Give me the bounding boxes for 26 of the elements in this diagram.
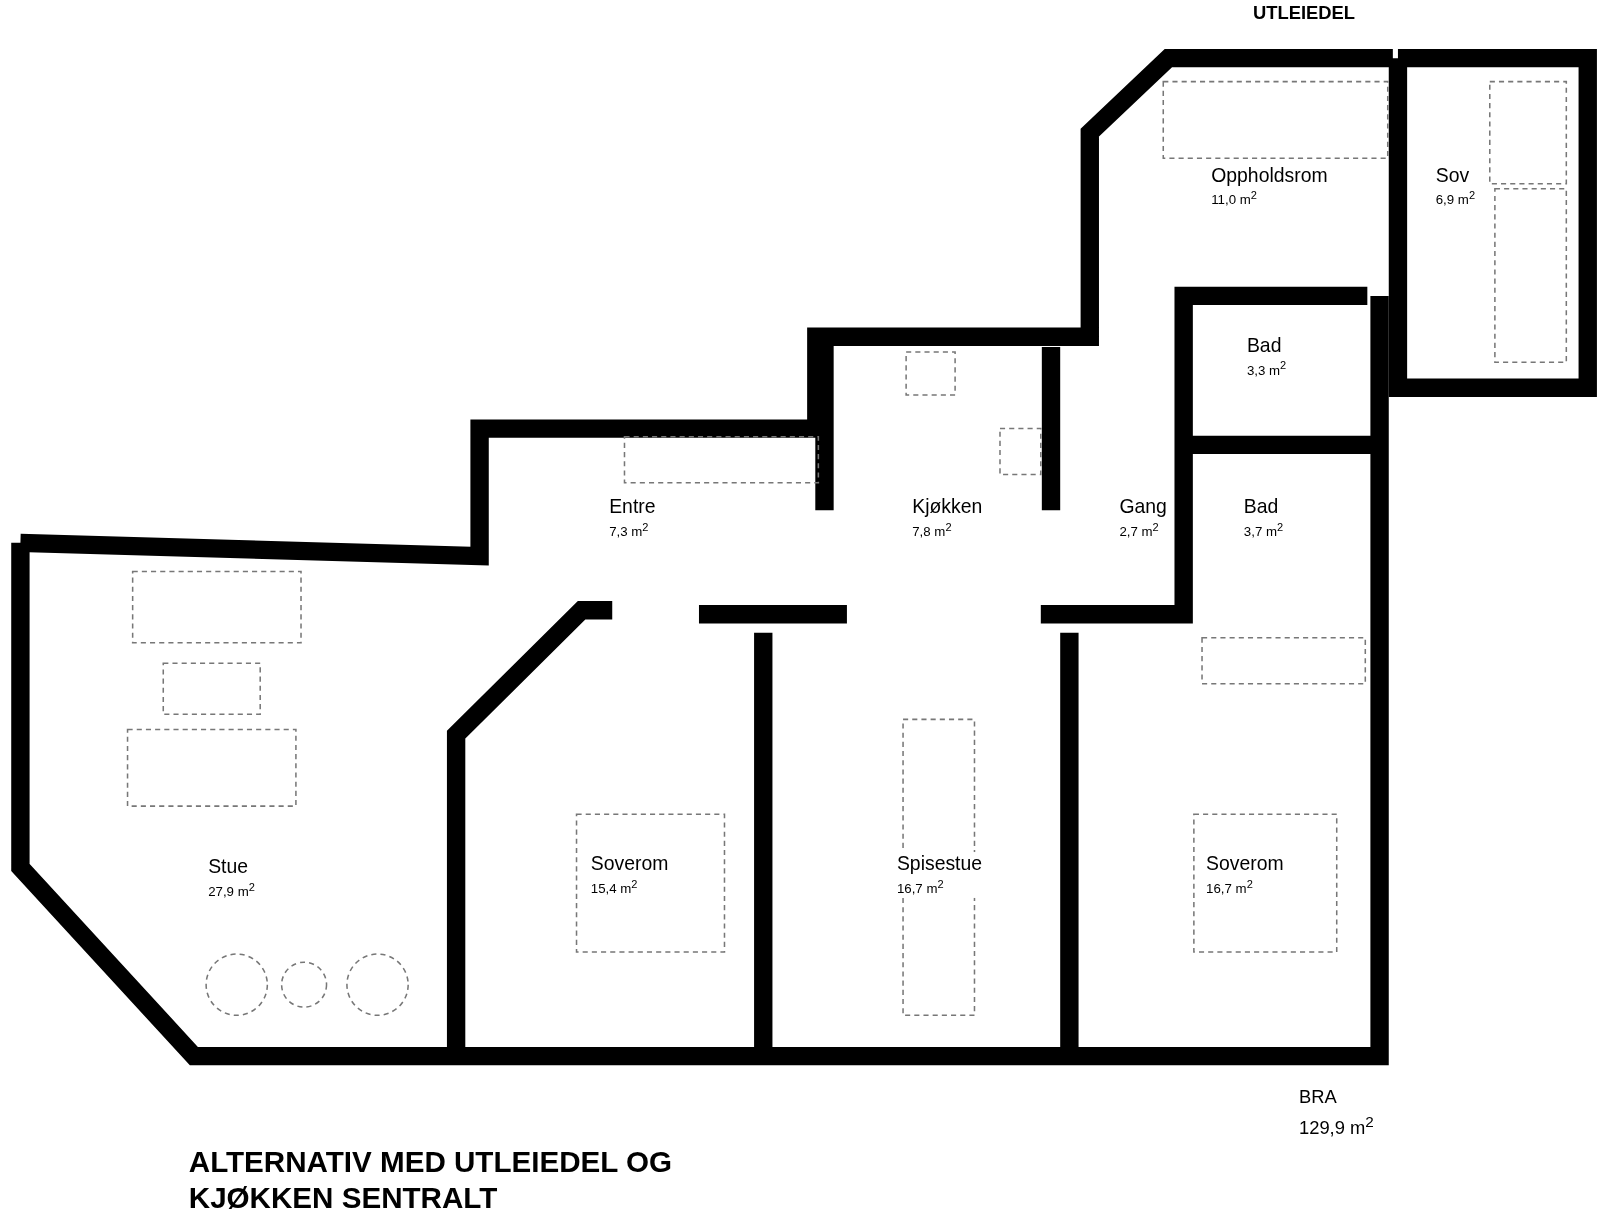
room-name: Entre (609, 495, 656, 519)
area-heading: BRA (1298, 1085, 1337, 1109)
area-label: 2,7 m$^{2}$ (1119, 519, 1160, 541)
room-name: Oppholdsrom (1211, 164, 1328, 187)
room-name: Kjøkken (912, 495, 983, 519)
room-name: Bad (1243, 495, 1280, 519)
total-area-label: 129,9 m$^{2}$ (1298, 1111, 1374, 1139)
area-label: 16,7 m$^{2}$ (1206, 876, 1254, 898)
room-name: Soverom (590, 853, 669, 876)
room-name: Sov (1435, 164, 1471, 187)
area-label: 27,9 m$^{2}$ (208, 879, 255, 901)
room-name: Gang (1119, 495, 1167, 519)
area-label: 3,3 m$^{2}$ (1246, 358, 1287, 379)
area-label: 16,7 m$^{2}$ (896, 876, 945, 898)
section-label: UTLEIEDEL (1253, 2, 1356, 25)
area-label: 7,8 m$^{2}$ (912, 519, 953, 541)
area-label: 7,3 m$^{2}$ (609, 519, 650, 541)
area-label: 11,0 m$^{2}$ (1211, 187, 1258, 209)
room-name: Stue (208, 856, 250, 879)
room-name: Soverom (1206, 853, 1284, 876)
area-label: 3,7 m$^{2}$ (1243, 519, 1284, 541)
room-name: Bad (1246, 334, 1283, 358)
area-label: 15,4 m$^{2}$ (590, 876, 639, 898)
room-name: Spisestue (896, 853, 983, 876)
plan-title: ALTERNATIV MED UTLEIEDEL OG KJØKKEN SENTRALT (188, 1144, 674, 1217)
area-label: 6,9 m$^{2}$ (1435, 187, 1476, 209)
